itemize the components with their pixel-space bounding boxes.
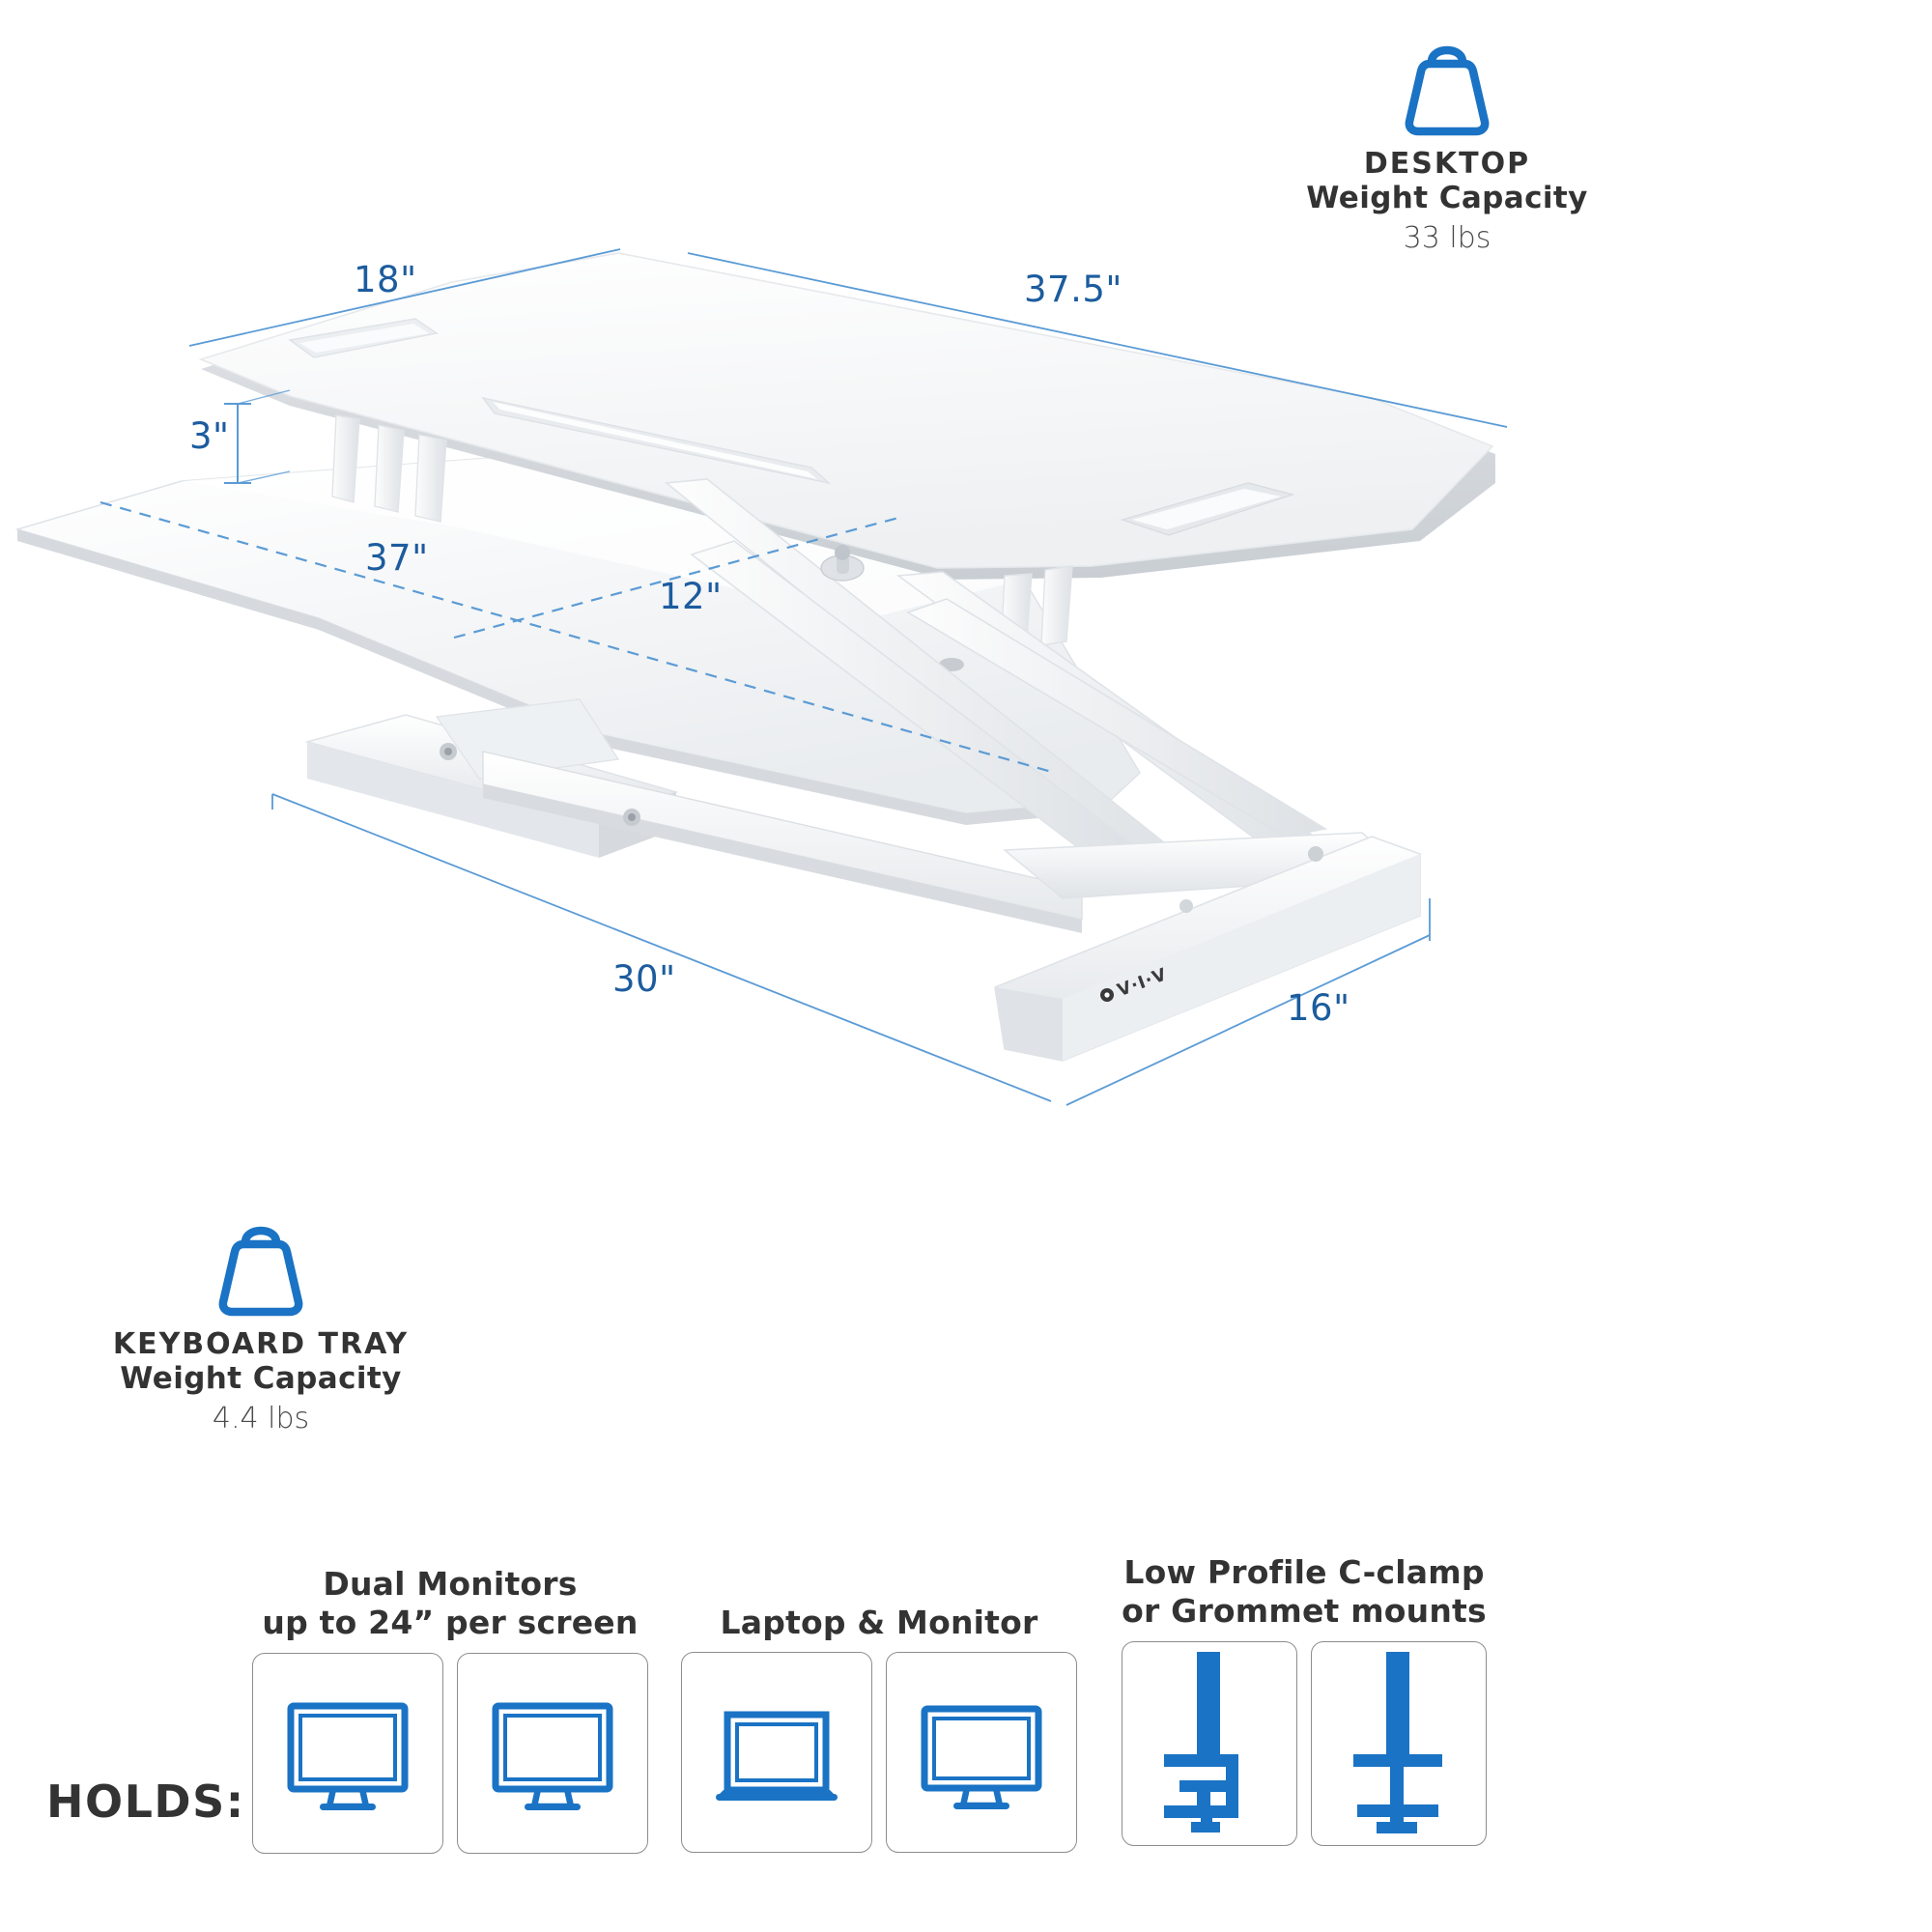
keyboard-tray-capacity-value: 4.4 lbs — [212, 1402, 310, 1436]
weight-icon — [1405, 45, 1490, 136]
desktop-capacity-subtitle: Weight Capacity — [1306, 181, 1588, 216]
holds-group-title-line1: Dual Monitors — [323, 1565, 578, 1603]
icon-box-monitor-1[interactable] — [252, 1652, 443, 1854]
monitor-icon — [287, 1702, 409, 1810]
scissor-lift-frame — [664, 478, 1335, 882]
right-grommet-slot — [1120, 482, 1295, 536]
dimension-label-37-5: 37.5" — [1024, 269, 1122, 310]
desktop-capacity-value: 33 lbs — [1403, 221, 1492, 256]
weight-icon — [218, 1226, 303, 1317]
holds-group-title-line1: Low Profile C-clamp — [1123, 1553, 1485, 1591]
monitor-icon — [492, 1702, 613, 1810]
dim-line-18 — [188, 248, 621, 347]
dimension-label-37: 37" — [365, 537, 429, 579]
keyboard-tray-weight-capacity: KEYBOARD TRAY Weight Capacity 4.4 lbs — [0, 1209, 531, 1437]
dim-line-30 — [271, 793, 1052, 1102]
dim-line-12 — [453, 516, 899, 639]
holds-heading: HOLDS: — [46, 1776, 245, 1828]
center-cable-slot — [481, 396, 832, 485]
holds-group-title-line2: or Grommet mounts — [1122, 1592, 1487, 1631]
icon-box-laptop[interactable] — [681, 1652, 872, 1854]
dim-line-16 — [1065, 934, 1431, 1106]
keyboard-tray-capacity-subtitle: Weight Capacity — [120, 1361, 402, 1397]
holds-group-laptop-monitor: Laptop & Monitor — [676, 1604, 1082, 1854]
icon-box-grommet-mount[interactable] — [1311, 1640, 1487, 1846]
height-adjust-knob — [820, 545, 865, 582]
dimension-label-30: 30" — [612, 958, 676, 1000]
holds-group-title-line1: Laptop & Monitor — [720, 1604, 1038, 1641]
dimension-lines — [99, 248, 1508, 1106]
keyboard-tray-capacity-title: KEYBOARD TRAY — [112, 1327, 410, 1361]
dimension-label-18: 18" — [354, 259, 417, 300]
icon-box-monitor-3[interactable] — [886, 1652, 1077, 1854]
dimension-label-3: 3" — [189, 415, 230, 457]
dimension-label-16: 16" — [1287, 987, 1350, 1029]
desktop-surface — [198, 252, 1495, 580]
icon-box-c-clamp[interactable] — [1122, 1640, 1297, 1846]
monitor-icon — [921, 1705, 1042, 1810]
base-frame: V·I·V — [304, 698, 1421, 1062]
dim-line-37 — [99, 500, 1056, 775]
desktop-weight-capacity: DESKTOP Weight Capacity 33 lbs — [1167, 29, 1727, 257]
dim-line-37-5 — [687, 252, 1508, 428]
holds-group-title-line2: up to 24” per screen — [262, 1604, 639, 1642]
holds-group-dual-monitors: Dual Monitors up to 24” per screen — [247, 1565, 653, 1854]
icon-box-monitor-2[interactable] — [457, 1652, 648, 1854]
laptop-icon — [716, 1711, 838, 1802]
left-grommet-slot — [288, 318, 439, 358]
desktop-capacity-title: DESKTOP — [1363, 147, 1531, 181]
holds-group-mounts: Low Profile C-clamp or Grommet mounts — [1092, 1553, 1517, 1846]
grommet-mount-icon — [1353, 1651, 1442, 1833]
c-clamp-icon — [1164, 1651, 1238, 1833]
dimension-label-12: 12" — [659, 576, 723, 617]
